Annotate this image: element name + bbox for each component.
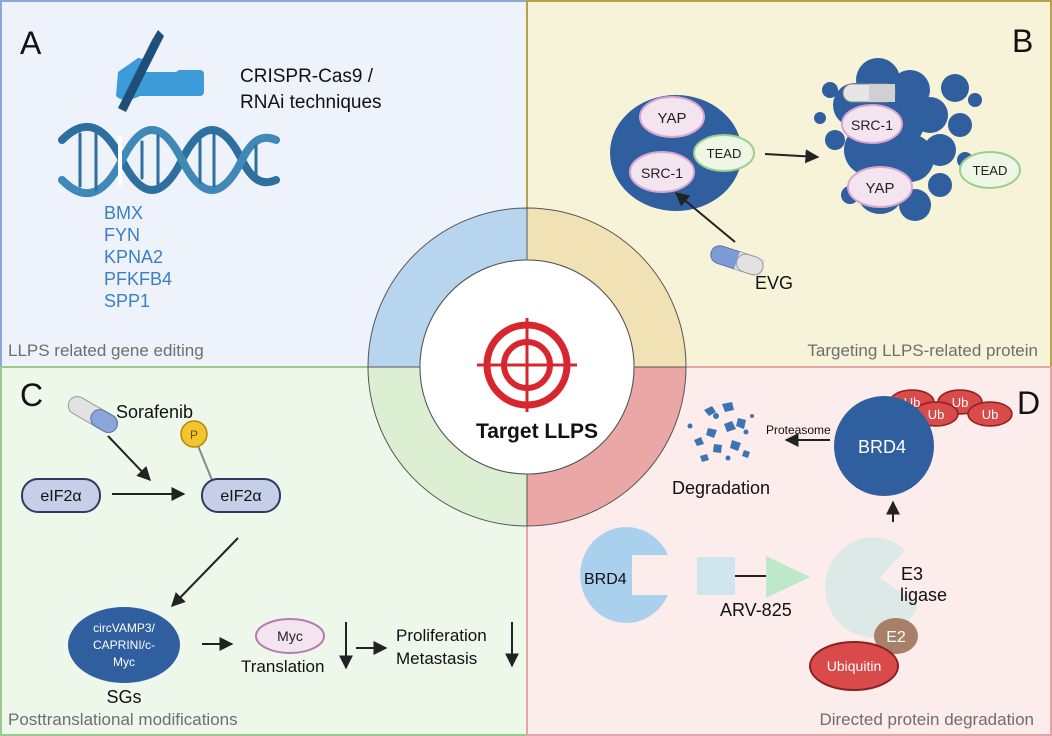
yap-label-right: YAP — [866, 180, 895, 197]
sorafenib-capsule-icon — [67, 396, 118, 433]
metastasis-label: Metastasis — [396, 649, 477, 668]
evg-capsule-icon — [710, 245, 766, 278]
arrow-evg-to-src1 — [674, 192, 736, 243]
sg-text-2: CAPRINI/c- — [93, 638, 155, 652]
panel-d-caption: Directed protein degradation — [819, 710, 1034, 729]
tead-label-right: TEAD — [973, 163, 1008, 178]
arrow-to-sgs — [171, 537, 239, 608]
gene-pfkfb4: PFKFB4 — [104, 269, 172, 289]
capsule-icon-dispersed — [842, 83, 896, 103]
e3-ligase-pacman — [825, 537, 918, 638]
yap-label-left: YAP — [658, 110, 687, 127]
yap-protein-left — [639, 96, 705, 138]
hand-editing-icon — [116, 30, 204, 112]
sg-text-3: Myc — [113, 655, 135, 669]
eif2a-left-box — [21, 478, 101, 513]
tead-protein-left — [693, 134, 755, 172]
degradation-label: Degradation — [672, 478, 770, 498]
stress-granule — [68, 607, 180, 683]
panel-d-letter: D — [1017, 385, 1040, 421]
src1-protein-right — [841, 104, 903, 144]
brd4-bottom-label: BRD4 — [584, 571, 627, 588]
tead-label-left: TEAD — [707, 146, 742, 161]
center-label: Target LLPS — [476, 420, 598, 443]
gene-fyn: FYN — [104, 225, 140, 245]
ubiquitin-label: Ubiquitin — [827, 658, 881, 674]
e2-enzyme — [874, 618, 918, 654]
technique-line-1: CRISPR-Cas9 / — [240, 66, 374, 87]
src1-label-left: SRC-1 — [641, 165, 683, 181]
e3-line-2: ligase — [900, 585, 947, 605]
crosshair-target-icon — [477, 318, 577, 412]
sg-text-1: circVAMP3/ — [93, 621, 155, 635]
brd4-top-label: BRD4 — [858, 437, 906, 457]
panel-b-caption: Targeting LLPS-related protein — [807, 341, 1038, 360]
arv825-square — [697, 557, 735, 595]
panel-b-letter: B — [1012, 23, 1033, 59]
panel-c-letter: C — [20, 377, 43, 413]
target-ring — [367, 207, 687, 527]
e3-line-1: E3 — [901, 564, 923, 584]
panel-c-caption: Posttranslational modifications — [8, 710, 238, 729]
technique-line-2: RNAi techniques — [240, 92, 382, 113]
arv825-label: ARV-825 — [720, 600, 792, 620]
myc-protein — [255, 618, 325, 654]
proteasome-label: Proteasome — [766, 423, 831, 437]
gene-kpna2: KPNA2 — [104, 247, 163, 267]
yap-protein-right — [847, 166, 913, 208]
ubiquitin-ellipse — [809, 641, 899, 691]
eif2a-left-label: eIF2α — [40, 488, 81, 505]
arv825-triangle — [766, 556, 810, 598]
eif2a-right-label: eIF2α — [220, 488, 261, 505]
translation-label: Translation — [241, 657, 324, 676]
proliferation-label: Proliferation — [396, 626, 487, 645]
arrow-b-disperse — [764, 149, 820, 164]
ub-label-4: Ub — [982, 407, 999, 422]
src1-label-right: SRC-1 — [851, 117, 893, 133]
gene-bmx: BMX — [104, 203, 143, 223]
brd4-ubiquitinated — [834, 396, 934, 496]
sorafenib-label: Sorafenib — [116, 402, 193, 422]
gene-spp1: SPP1 — [104, 291, 150, 311]
panel-a-letter: A — [20, 25, 42, 61]
ub-label-2: Ub — [952, 395, 969, 410]
e2-label: E2 — [886, 629, 906, 646]
brd4-pacman — [580, 527, 668, 624]
myc-label: Myc — [277, 628, 303, 644]
ub-label-3: Ub — [928, 407, 945, 422]
evg-label: EVG — [755, 273, 793, 293]
tead-protein-right — [959, 151, 1021, 189]
arrow-sorafenib — [107, 435, 151, 482]
phosphate-label: P — [190, 428, 198, 442]
phosphate-icon — [180, 420, 208, 448]
degraded-fragments-icon — [687, 402, 754, 462]
src1-protein-left — [629, 151, 695, 193]
dna-helix-icon — [58, 122, 280, 198]
eif2a-right-box — [201, 478, 281, 513]
sgs-label: SGs — [106, 687, 141, 707]
panel-a-caption: LLPS related gene editing — [8, 341, 204, 360]
